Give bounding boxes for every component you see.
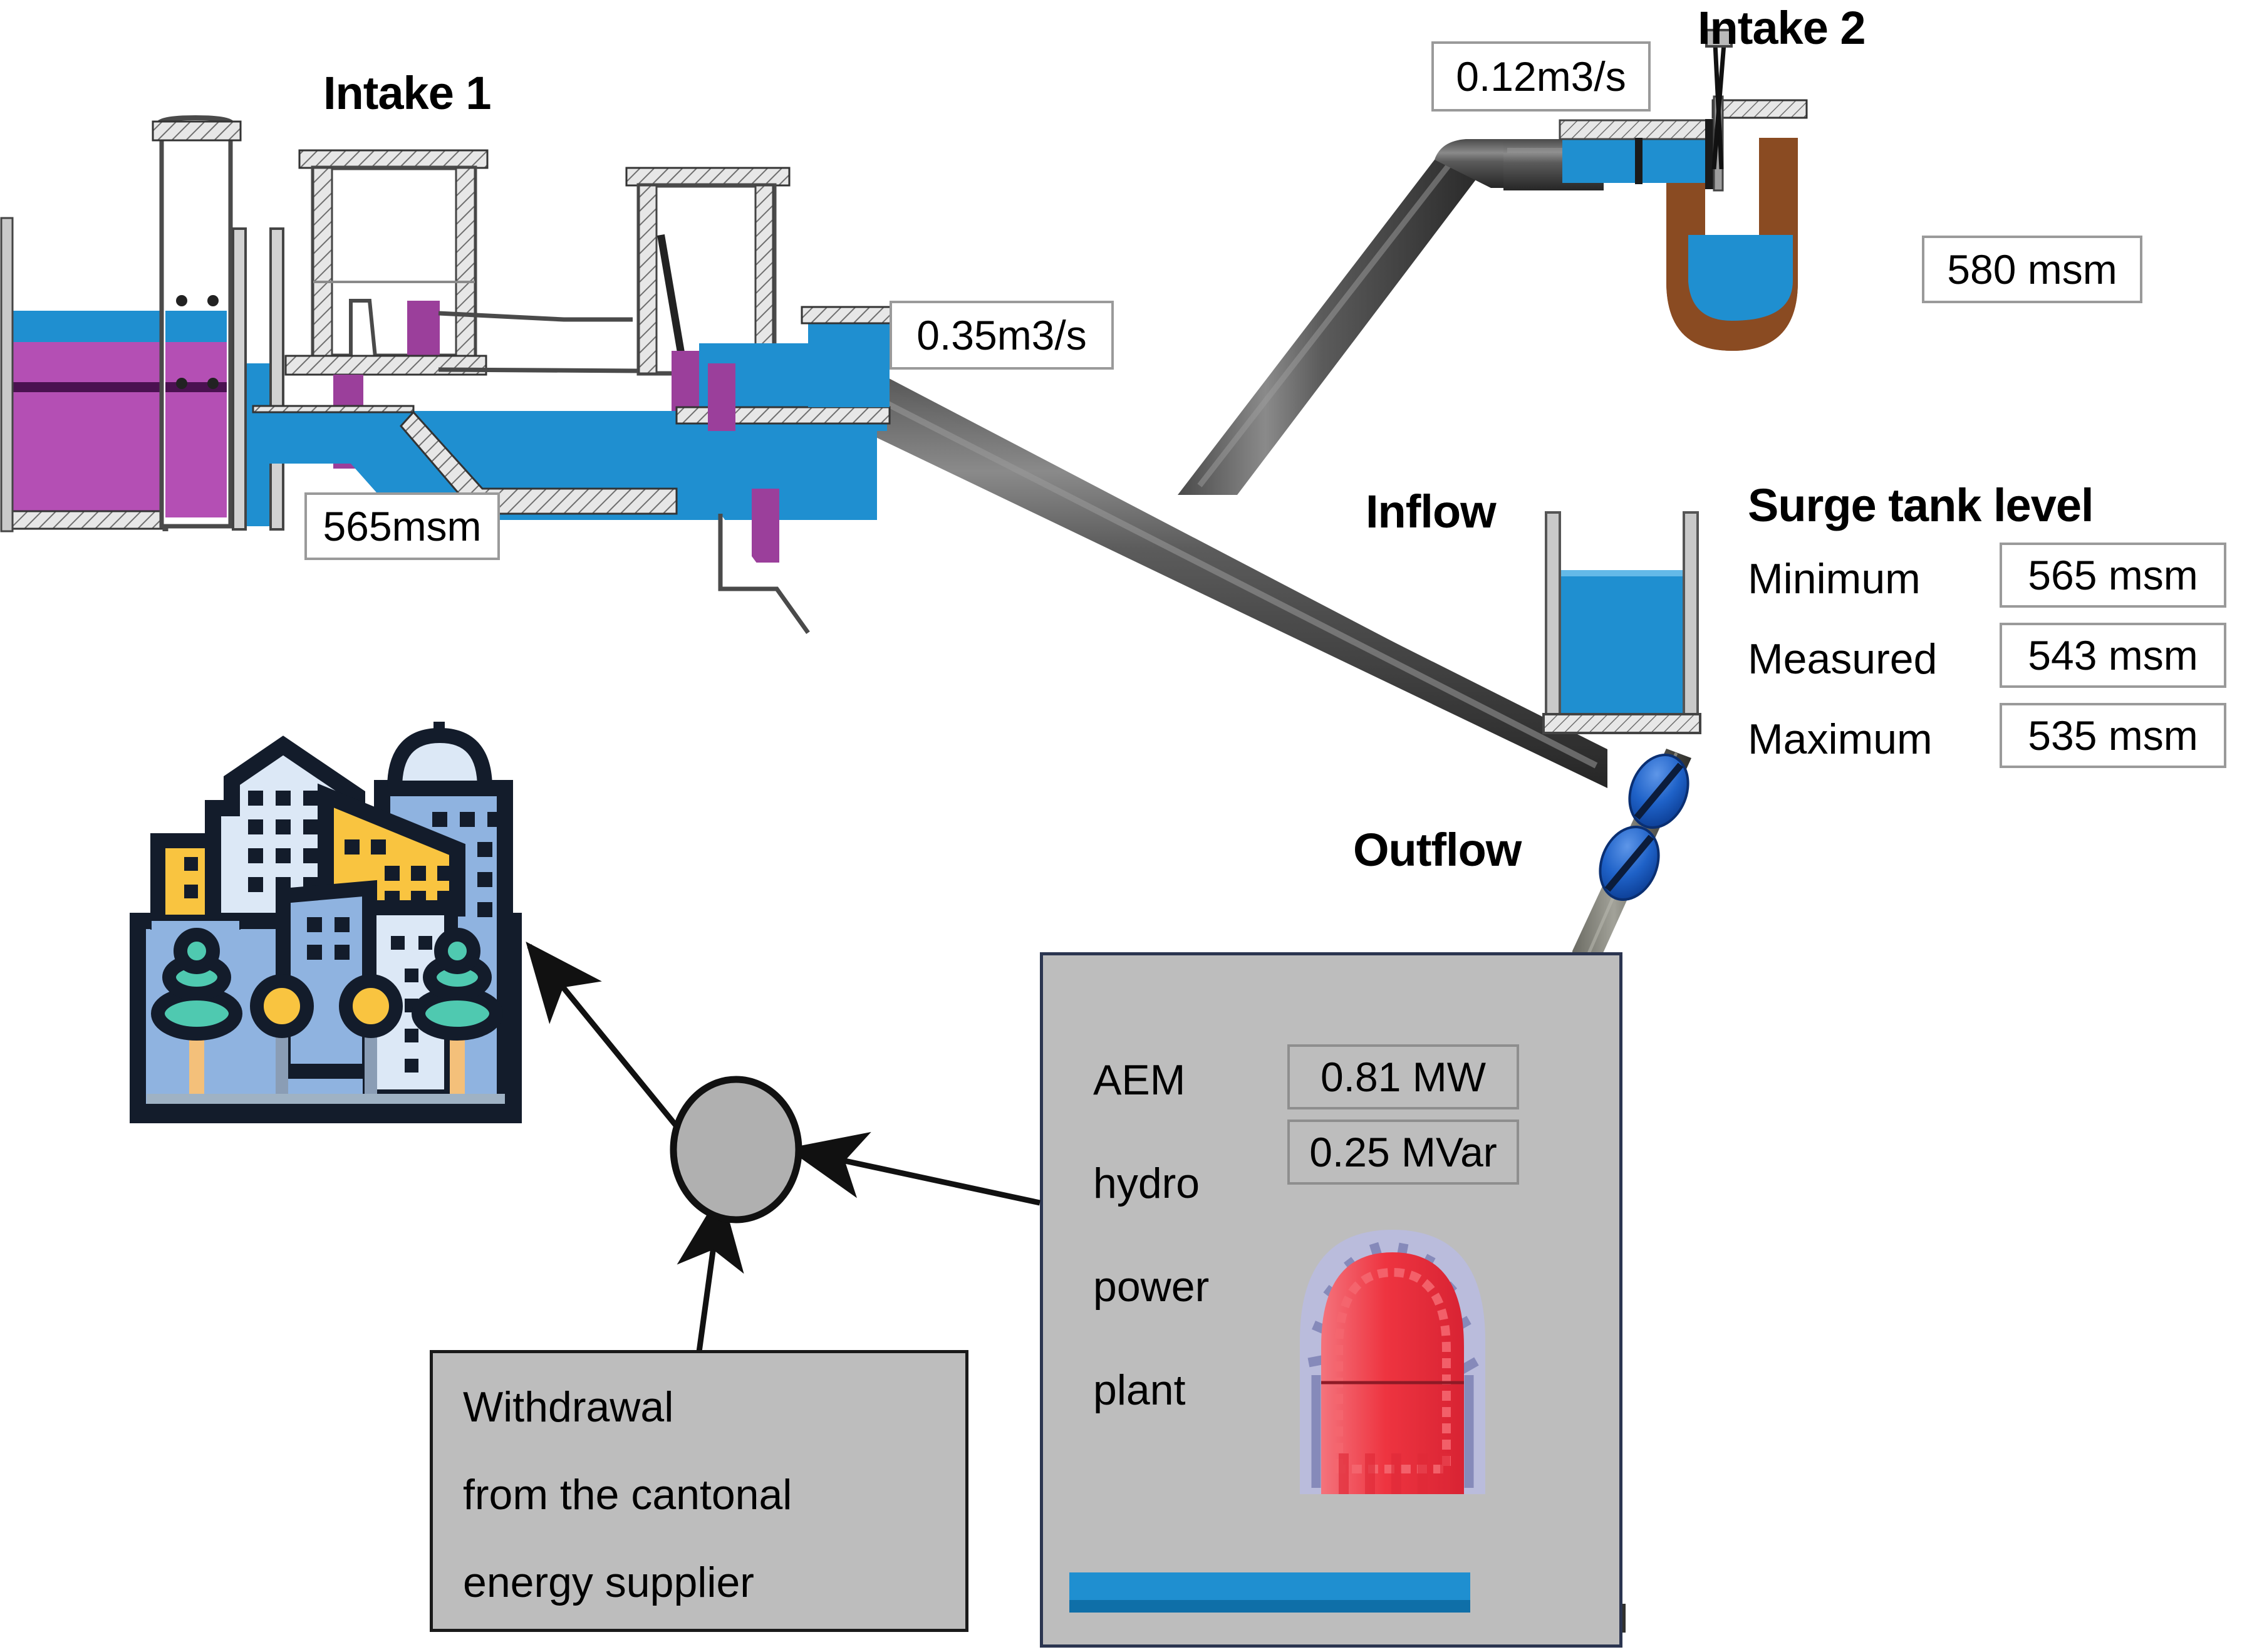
plant-reactive-power-readout: 0.25 MVar — [1287, 1120, 1519, 1185]
arrow-plant-to-node — [787, 1131, 1041, 1206]
city-icon — [130, 722, 522, 1123]
plant-name-line-4: plant — [1093, 1366, 1186, 1414]
plant-name-line-3: power — [1093, 1263, 1210, 1311]
intake1-left-shaft — [152, 115, 242, 529]
plant-name-line-1: AEM — [1093, 1056, 1186, 1104]
plant-active-power-readout: 0.81 MW — [1287, 1044, 1519, 1109]
plant-name-line-2: hydro — [1093, 1160, 1200, 1207]
withdrawal-line-3: energy supplier — [463, 1559, 754, 1606]
city-tree-right — [412, 928, 503, 1096]
intake1-basin — [252, 306, 897, 635]
intake-1-title: Intake 1 — [323, 67, 492, 119]
withdrawal-line-1: Withdrawal — [463, 1383, 674, 1431]
surge-tank-level-panel: Surge tank level Minimum 565 msm Measure… — [1748, 482, 2242, 771]
penstock-valve-upper — [1628, 753, 1689, 829]
penstock-valve-lower — [1599, 825, 1660, 901]
power-plant-box: AEM hydro power plant 0.81 MW 0.25 MVar — [1040, 952, 1622, 1648]
arrow-withdrawal-to-node — [677, 1191, 744, 1357]
intake-1-level-value: 565msm — [304, 492, 500, 560]
surge-tank-row-value-measured: 543 msm — [2000, 623, 2226, 688]
generator-illustration — [1300, 1230, 1485, 1494]
surge-tank — [1542, 511, 1701, 734]
surge-tank-row-label-measured: Measured — [1748, 635, 1938, 683]
surge-tank-row-label-maximum: Maximum — [1748, 715, 1933, 763]
intake-2-title: Intake 2 — [1698, 2, 1866, 54]
city-tree-left — [151, 928, 242, 1096]
plant-tailwater — [1069, 1572, 1470, 1600]
outflow-label: Outflow — [1353, 824, 1522, 876]
surge-tank-row-label-minimum: Minimum — [1748, 555, 1921, 603]
intake2-earth-basin — [1666, 138, 1798, 351]
grid-node — [670, 1076, 802, 1223]
intake1-left-reservoir — [0, 217, 169, 532]
surge-tank-row-value-maximum: 535 msm — [2000, 703, 2226, 768]
intake-2-flow-value: 0.12m3/s — [1431, 41, 1651, 112]
surge-tank-heading: Surge tank level — [1748, 479, 2094, 531]
withdrawal-line-2: from the cantonal — [463, 1471, 792, 1519]
intake-1-flow-value: 0.35m3/s — [890, 301, 1114, 370]
intake-2-level-value: 580 msm — [1922, 236, 2142, 303]
intake-2-structure — [1559, 29, 1808, 351]
inflow-label: Inflow — [1366, 486, 1497, 538]
arrow-node-to-city — [526, 942, 685, 1136]
surge-tank-row-value-minimum: 565 msm — [2000, 543, 2226, 608]
headrace-pipe — [808, 348, 1607, 788]
intake2-flume — [1559, 29, 1808, 192]
city-lamp-1 — [250, 974, 314, 1096]
surge-tank-water — [1555, 570, 1688, 713]
city-lamp-2 — [339, 974, 403, 1096]
withdrawal-box: Withdrawal from the cantonal energy supp… — [430, 1350, 968, 1632]
plant-tailwater-bed — [1069, 1600, 1470, 1613]
intake-1-structure — [0, 115, 897, 635]
